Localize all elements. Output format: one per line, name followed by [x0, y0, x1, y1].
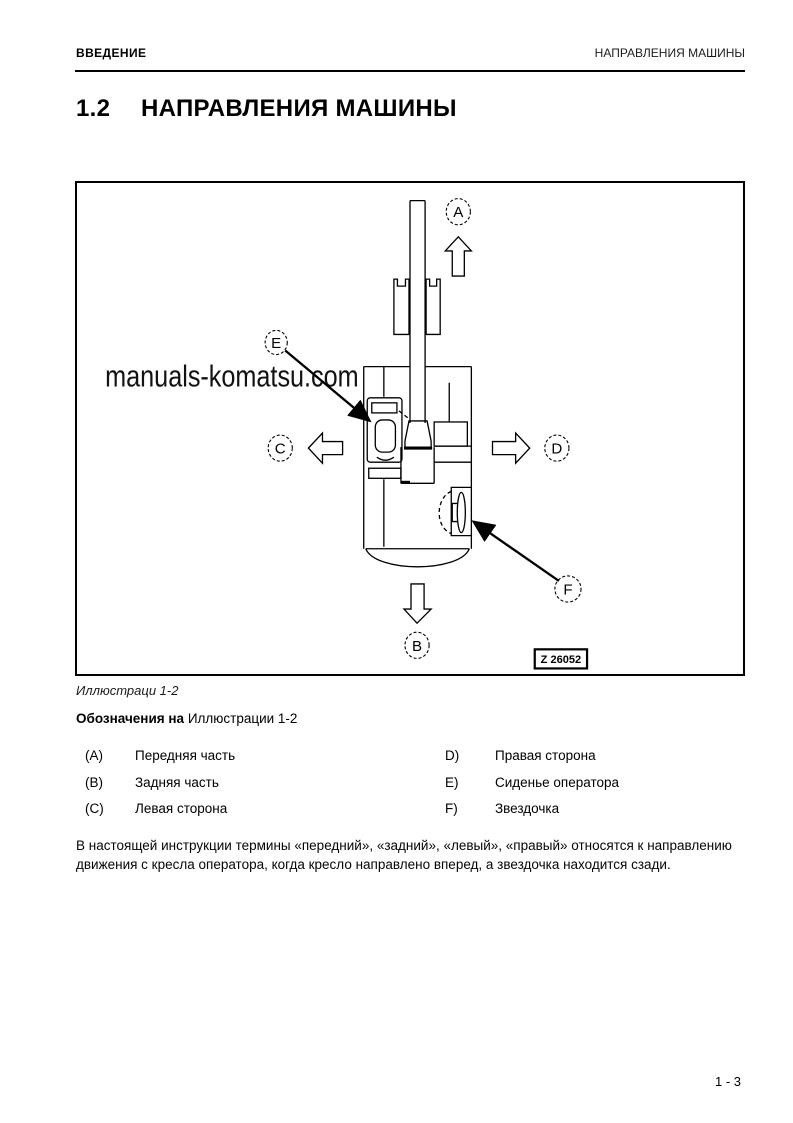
page-title: 1.2 НАПРАВЛЕНИЯ МАШИНЫ — [76, 95, 457, 123]
watermark-text: manuals-komatsu.com — [105, 361, 359, 394]
label-e: E — [264, 329, 288, 356]
legend-key-d: D) — [445, 748, 460, 763]
section-title-text: НАПРАВЛЕНИЯ МАШИНЫ — [141, 95, 457, 122]
label-f: F — [554, 575, 582, 603]
legend-label-e: Сиденье оператора — [495, 774, 620, 790]
legend-heading-rest: Иллюстрации 1-2 — [187, 711, 298, 726]
legend-key-e: E) — [445, 774, 459, 790]
legend-label-c: Левая сторона — [135, 801, 228, 816]
label-d: D — [544, 434, 570, 462]
drawing-code: Z 26052 — [533, 648, 589, 670]
legend-heading: Обозначения на Иллюстрации 1-2 — [76, 711, 297, 726]
figure-caption: Иллюстраци 1-2 — [76, 683, 179, 698]
legend-key-a: (A) — [85, 748, 103, 763]
legend-row-1: (A) Передняя часть D) Правая сторона — [85, 748, 725, 775]
arrow-down-rear — [402, 583, 433, 625]
svg-text:A: A — [453, 204, 464, 221]
sprocket — [438, 486, 472, 537]
leader-line-e-seat — [284, 349, 372, 423]
header-section-right: НАПРАВЛЕНИЯ МАШИНЫ — [594, 46, 745, 60]
page-number: 1 - 3 — [714, 1074, 741, 1089]
section-number: 1.2 — [76, 95, 111, 122]
arrow-left-side — [307, 431, 344, 465]
operator-cab — [366, 397, 409, 479]
svg-text:D: D — [551, 441, 562, 458]
legend-label-b: Задняя часть — [135, 774, 219, 790]
legend-row-3: (C) Левая сторона F) Звездочка — [85, 801, 725, 828]
label-a: A — [445, 198, 471, 226]
header-rule — [75, 70, 745, 72]
machine-direction-figure: manuals-komatsu.com — [75, 181, 745, 676]
legend-heading-bold: Обозначения на — [76, 711, 185, 726]
header-section-left: ВВЕДЕНИЕ — [76, 46, 147, 60]
label-b: B — [404, 631, 430, 659]
boom-base — [400, 420, 435, 484]
legend-row-2: (B) Задняя часть E) Сиденье оператора — [85, 775, 725, 802]
legend-key-b: (B) — [85, 774, 103, 790]
svg-text:Z 26052: Z 26052 — [541, 654, 582, 666]
svg-text:F: F — [563, 581, 572, 598]
legend-label-f: Звездочка — [495, 801, 560, 816]
operator-seat — [374, 419, 397, 453]
svg-text:C: C — [275, 441, 286, 458]
legend-table: (A) Передняя часть D) Правая сторона (B)… — [85, 748, 725, 828]
svg-text:B: B — [412, 638, 422, 655]
machine-rear-arc — [365, 548, 470, 568]
machine-body — [363, 365, 473, 568]
directions-paragraph: В настоящей инструкции термины «передний… — [76, 838, 732, 872]
arrow-right-side — [491, 431, 531, 465]
legend-key-c: (C) — [85, 801, 104, 816]
engine-block — [433, 421, 468, 447]
label-c: C — [267, 434, 293, 462]
boom-guide-right — [425, 278, 441, 336]
machine-direction-diagram: manuals-komatsu.com — [105, 198, 589, 670]
legend-key-f: F) — [445, 801, 458, 816]
cab-window — [371, 402, 398, 414]
legend-label-d: Правая сторона — [495, 748, 596, 763]
leader-line-f-sprocket — [471, 520, 560, 582]
arrow-up-front — [443, 235, 473, 277]
svg-text:E: E — [271, 335, 281, 352]
boom-guide-left — [393, 278, 410, 336]
legend-label-a: Передняя часть — [135, 748, 236, 763]
machine-boom — [393, 199, 441, 423]
